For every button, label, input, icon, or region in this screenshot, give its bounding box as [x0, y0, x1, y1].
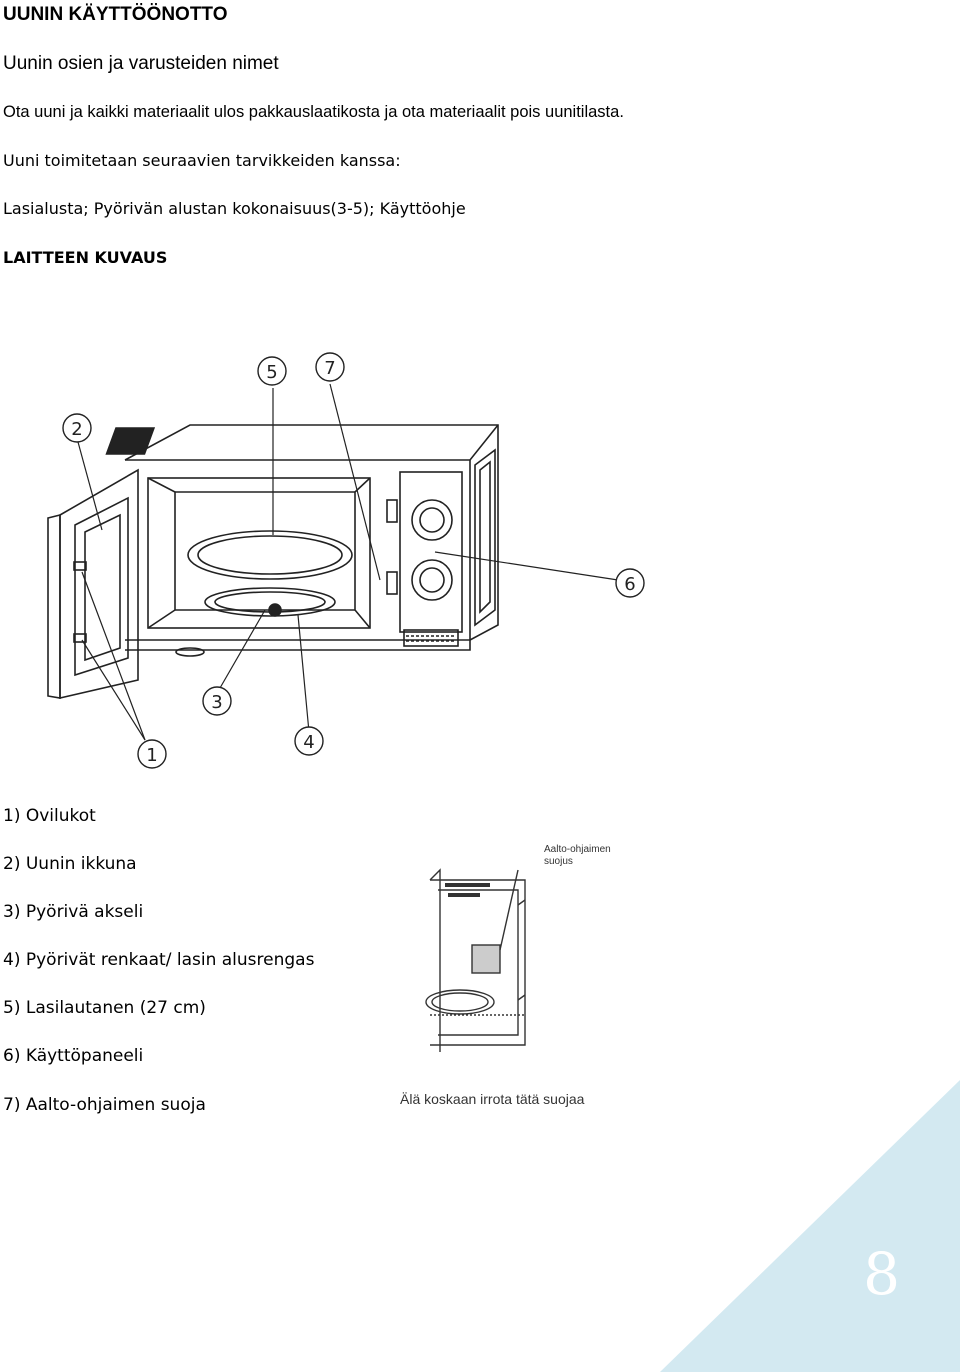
part-item-5: 5) Lasilautanen (27 cm)	[3, 998, 206, 1018]
intro-line-1: Ota uuni ja kaikki materiaalit ulos pakk…	[3, 103, 624, 121]
page-number: 8	[863, 1240, 900, 1308]
label-7: 7	[324, 358, 335, 379]
waveguide-cover-label: Aalto-ohjaimen suojus	[544, 844, 611, 867]
part-item-7: 7) Aalto-ohjaimen suoja	[3, 1095, 206, 1115]
intro-line-2: Uuni toimitetaan seuraavien tarvikkeiden…	[3, 151, 401, 170]
accessories-list: Lasialusta; Pyörivän alustan kokonaisuus…	[3, 199, 466, 218]
label-6: 6	[624, 574, 635, 595]
figure-caption: Älä koskaan irrota tätä suojaa	[400, 1091, 585, 1107]
microwave-diagram: 1 2 3 4 5 6 7	[47, 352, 645, 769]
label-1: 1	[146, 745, 157, 766]
page-title: UUNIN KÄYTTÖÖNOTTO	[3, 4, 228, 25]
part-item-6: 6) Käyttöpaneeli	[3, 1046, 144, 1066]
waveguide-cover-figure	[425, 868, 526, 1052]
part-item-1: 1) Ovilukot	[3, 806, 96, 826]
label-5: 5	[266, 362, 277, 383]
label-3: 3	[211, 692, 222, 713]
part-item-3: 3) Pyörivä akseli	[3, 902, 144, 922]
part-item-2: 2) Uunin ikkuna	[3, 854, 137, 874]
page-subtitle: Uunin osien ja varusteiden nimet	[3, 53, 279, 74]
label-4: 4	[303, 732, 314, 753]
label-2: 2	[71, 419, 82, 440]
corner-decoration	[660, 1080, 960, 1372]
part-item-4: 4) Pyörivät renkaat/ lasin alusrengas	[3, 950, 315, 970]
section-title: LAITTEEN KUVAUS	[3, 248, 168, 267]
